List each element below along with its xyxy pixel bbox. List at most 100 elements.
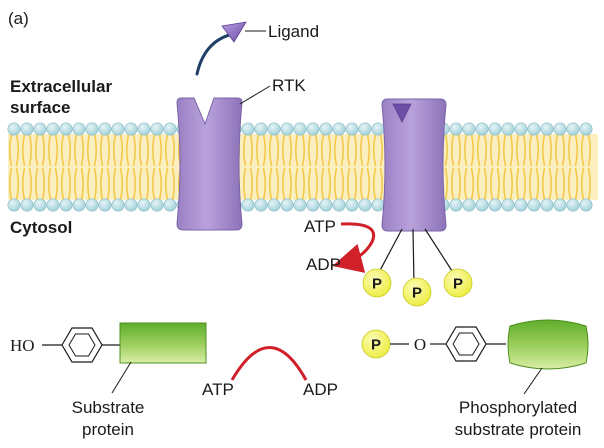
lipid-tail [372, 167, 377, 201]
lipid-head [358, 122, 372, 136]
lipid-tail [125, 133, 130, 167]
lipid-head [85, 198, 99, 212]
lipid-tail [164, 167, 169, 201]
lipid-tail [281, 167, 286, 201]
lipid-tail [242, 133, 247, 167]
lipid-head [20, 122, 34, 136]
lipid-tail [307, 167, 312, 201]
lipid-tail [86, 167, 91, 201]
tether-line [412, 228, 415, 285]
lipid-head [20, 198, 34, 212]
lipid-tail [528, 167, 533, 201]
phosphate-circle [443, 268, 473, 298]
lipid-head [566, 122, 580, 136]
lipid-tail [151, 133, 156, 167]
lipid-tail [67, 133, 72, 167]
lipid-tail [158, 133, 163, 167]
phosphate-group: P [443, 268, 473, 298]
lipid-tail [8, 133, 13, 167]
phosphate-label: P [372, 276, 382, 293]
lipid-head [345, 198, 359, 212]
lipid-tail [80, 133, 85, 167]
lipid-head [241, 198, 255, 212]
lipid-head [241, 122, 255, 136]
lipid-tail [119, 167, 124, 201]
lipid-head [33, 122, 47, 136]
lipid-tail [138, 167, 143, 201]
lipid-head [332, 122, 346, 136]
lipid-head [475, 198, 489, 212]
atp-adp-arrow-top [332, 222, 375, 273]
lipid-head [124, 122, 138, 136]
lipid-tail [587, 133, 592, 167]
lipid-head [345, 122, 359, 136]
lipid-tail [359, 133, 364, 167]
phosphate-circle [402, 277, 432, 307]
lipid-tail [541, 133, 546, 167]
lipid-tail [158, 167, 163, 201]
lipid-tail [535, 133, 540, 167]
lipid-tail [346, 167, 351, 201]
lipid-tail [476, 133, 481, 167]
lipid-tail [171, 167, 176, 201]
ring-outline [445, 326, 487, 362]
lipid-tail [333, 167, 338, 201]
lipid-tail [275, 133, 280, 167]
lipid-head [358, 198, 372, 212]
lipid-tail [99, 133, 104, 167]
lipid-tail [242, 167, 247, 201]
atp-label-bottom: ATP [202, 380, 234, 399]
lipid-tail [41, 167, 46, 201]
lipid-tail [580, 167, 585, 201]
lipid-head [267, 198, 281, 212]
lipid-tail [171, 133, 176, 167]
lipid-head [475, 122, 489, 136]
lipid-head [449, 198, 463, 212]
lipid-tail [132, 133, 137, 167]
lipid-tail [541, 167, 546, 201]
lipid-tail [450, 167, 455, 201]
lipid-tail [119, 133, 124, 167]
lipid-tail [535, 167, 540, 201]
lipid-tail [54, 133, 59, 167]
lipid-tail [496, 133, 501, 167]
lipid-tail [574, 167, 579, 201]
lipid-tail [340, 167, 345, 201]
lipid-head [150, 122, 164, 136]
lipid-head [501, 198, 515, 212]
lipid-tail [314, 133, 319, 167]
phosphate-label: P [453, 276, 463, 293]
lipid-head [163, 198, 177, 212]
lipid-tail [327, 133, 332, 167]
lipid-tail [60, 167, 65, 201]
lipid-tail [483, 133, 488, 167]
lipid-head [59, 198, 73, 212]
lipid-head [72, 198, 86, 212]
phosphate-group: P [362, 268, 392, 298]
lipid-head [462, 122, 476, 136]
lipid-head [7, 122, 21, 136]
lipid-head [449, 122, 463, 136]
lipid-tail [574, 133, 579, 167]
lipid-tail [73, 133, 78, 167]
lipid-tail [340, 133, 345, 167]
phospho-leader-line [523, 367, 543, 395]
rtk-receptor-activated [381, 98, 447, 232]
lipid-head [579, 198, 593, 212]
lipid-head [137, 198, 151, 212]
lipid-tail [151, 167, 156, 201]
lipid-tail [8, 167, 13, 201]
lipid-tail [476, 167, 481, 201]
substrate-leader-line [111, 361, 132, 394]
hydroxyl-label: HO [10, 336, 35, 355]
lipid-tail [21, 167, 26, 201]
lipid-head [98, 198, 112, 212]
lipid-tail [93, 133, 98, 167]
phosphate-label: P [412, 285, 422, 302]
bound-ligand-icon [392, 103, 412, 123]
lipid-bilayer [7, 122, 598, 212]
lipid-head [137, 122, 151, 136]
lipid-head [280, 198, 294, 212]
lipid-tail [489, 133, 494, 167]
